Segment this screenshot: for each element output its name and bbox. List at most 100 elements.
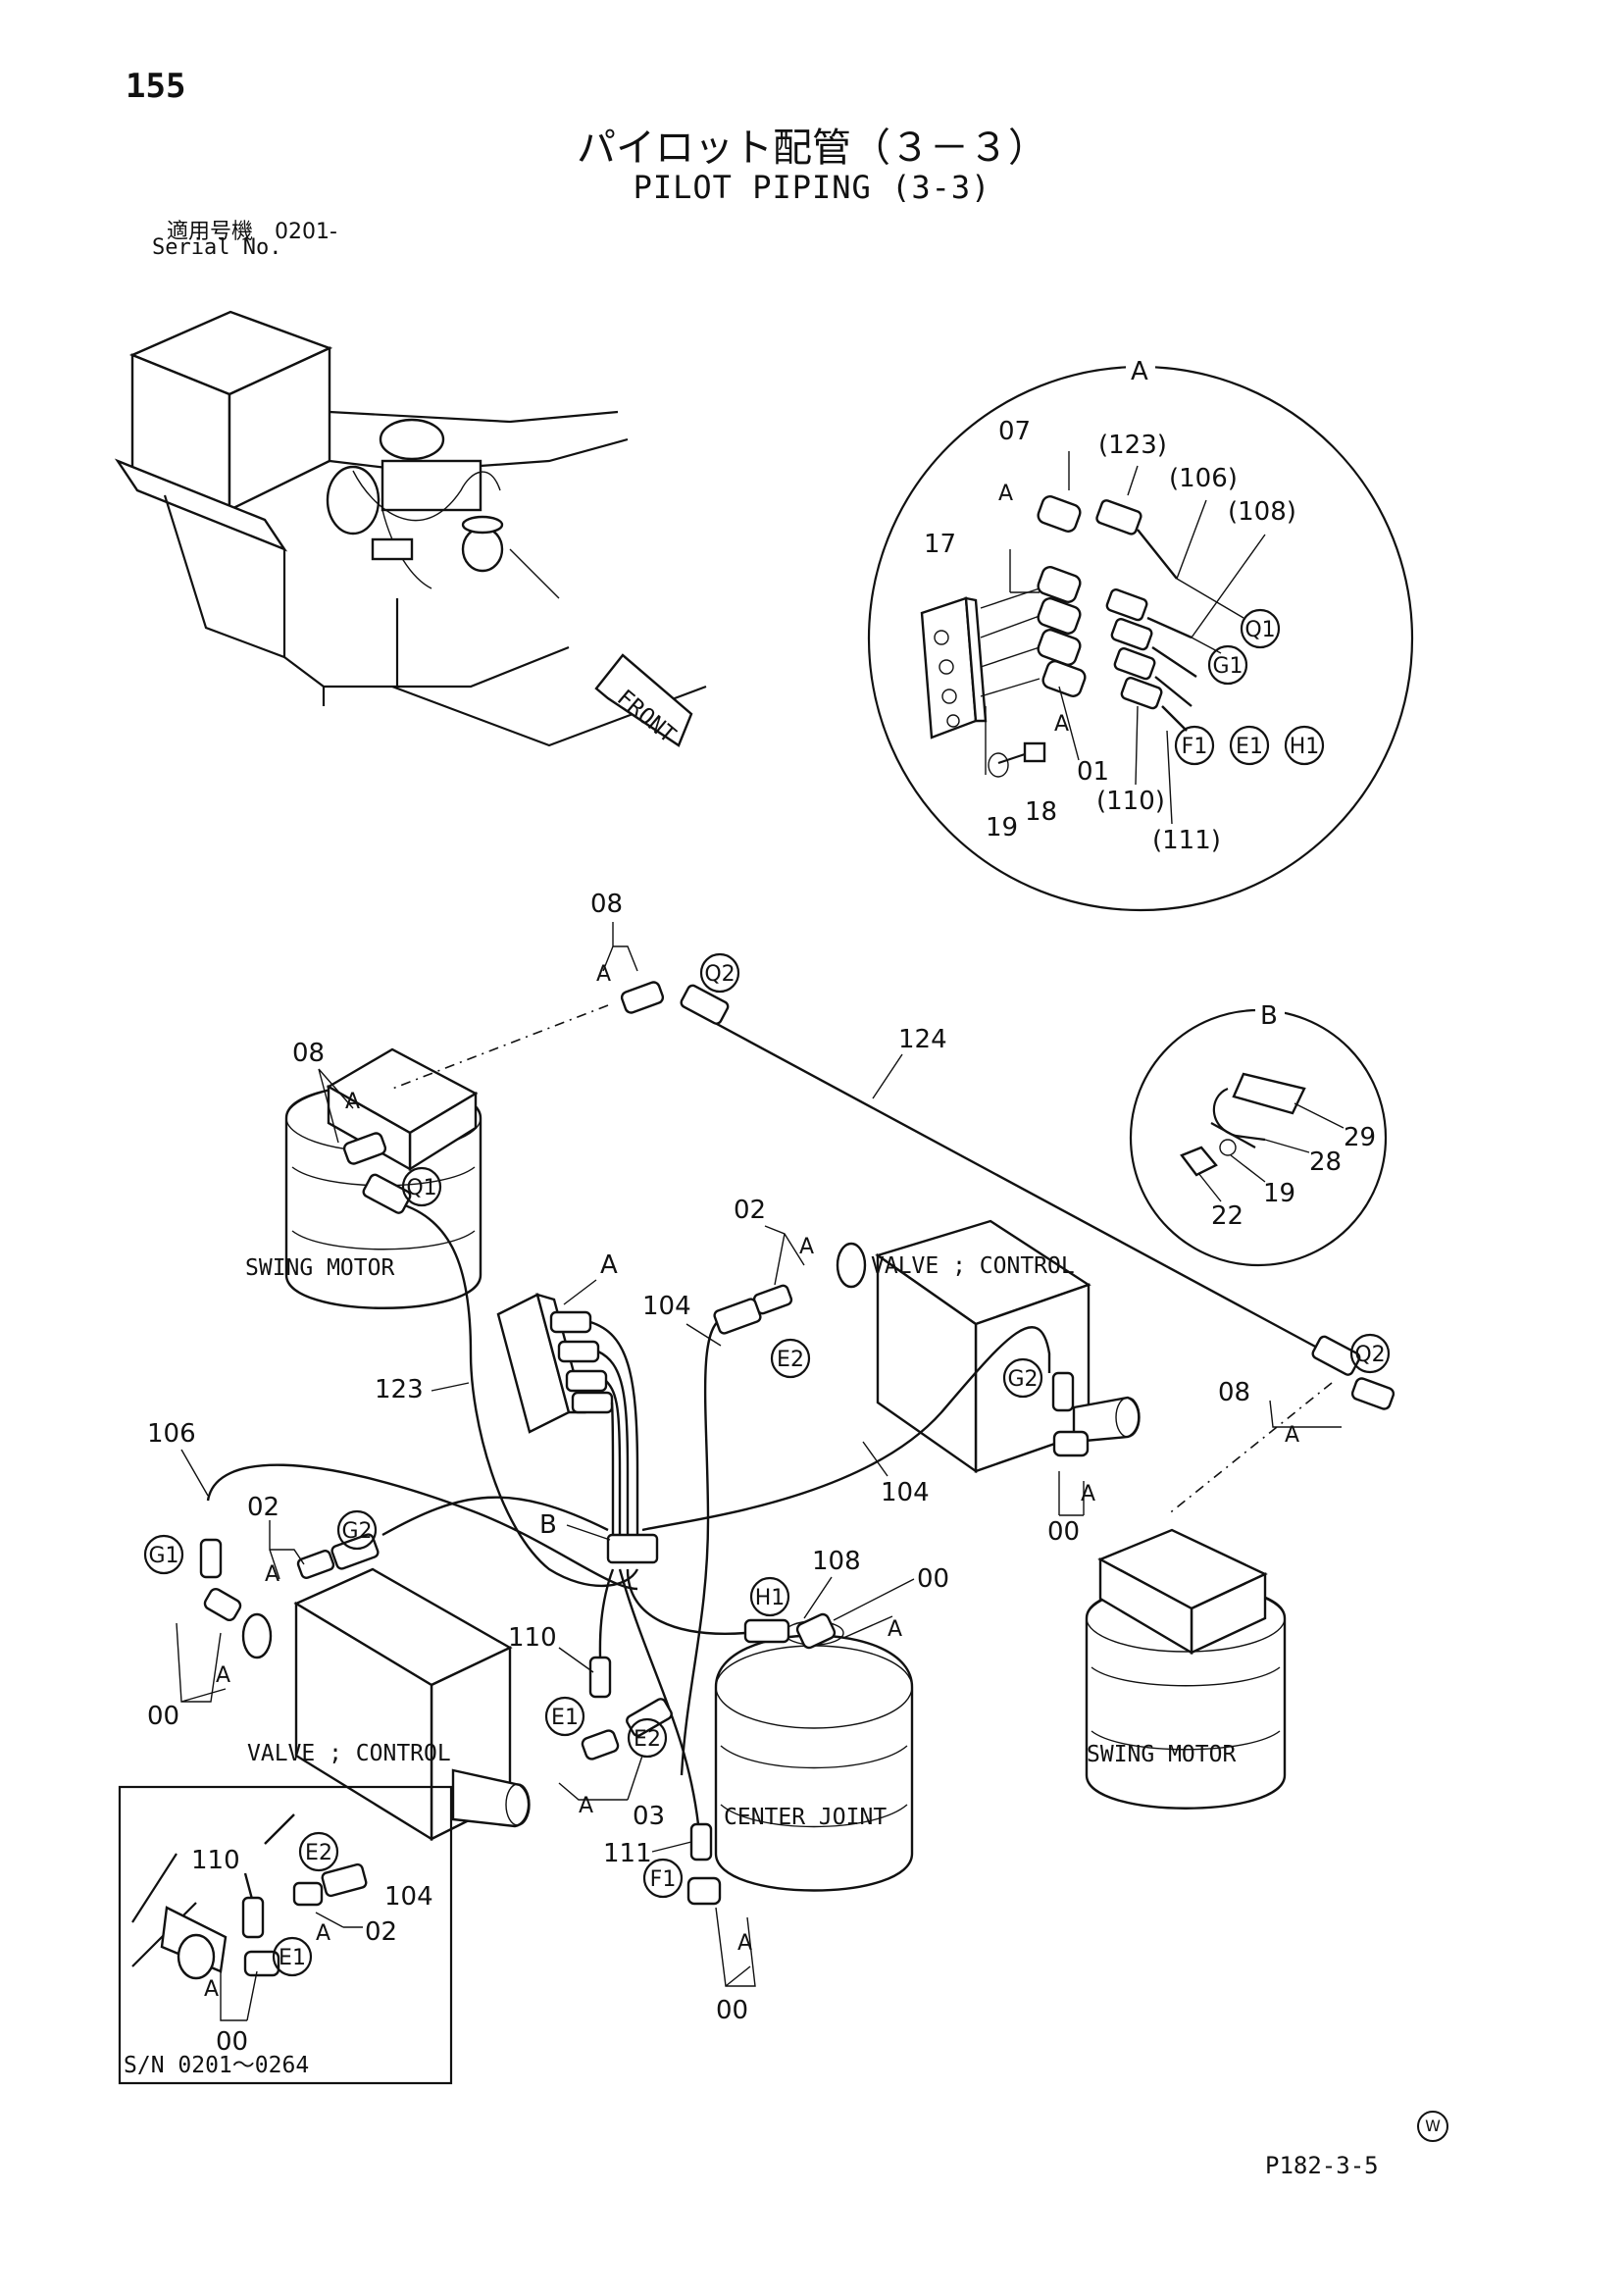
part-label-104: 104 [642,1292,691,1321]
part-label-00: 00 [216,2027,248,2057]
part-label-17: 17 [924,530,956,559]
detail-b-callout: B [539,1510,557,1540]
detail-b-view: B 29 28 19 22 [1129,1000,1388,1267]
part-label-02: 02 [734,1196,766,1225]
hose-104-upper [680,1317,722,1776]
hose-124 [690,1008,1320,1351]
code-q1: Q1 [406,1176,436,1200]
detail-mark-a: A [204,1977,219,2002]
page-number: 155 [126,67,186,106]
detail-a-connection-codes: Q1 G1 F1 E1 H1 [1174,608,1325,766]
detail-a-label: A [1131,357,1148,386]
detail-a-view: A [867,353,1414,912]
code-f1: F1 [650,1867,677,1892]
part-label-104: 104 [881,1478,930,1507]
lower-control-valve: VALVE ; CONTROL [241,1567,531,1842]
part-label-22: 22 [1211,1201,1243,1231]
machine-overview-sketch [114,310,707,747]
code-g1: G1 [1212,654,1243,679]
code-h1: H1 [755,1586,786,1610]
center-joint: CENTER JOINT [714,1620,914,1892]
hose-108 [626,1568,746,1635]
front-arrow-icon: FRONT [594,653,693,748]
part-label-28: 28 [1309,1148,1342,1177]
part-label-110: 110 [191,1846,240,1875]
hose-123 [391,1199,639,1588]
hose-106 [206,1463,638,1591]
part-label-106: 106 [147,1419,196,1449]
part-label-00: 00 [147,1702,179,1731]
center-joint-label: CENTER JOINT [724,1805,887,1830]
part-label-104: 104 [384,1882,433,1912]
code-h1: H1 [1290,735,1320,759]
detail-mark-a: A [345,1090,360,1114]
part-label-01: 01 [1077,757,1109,787]
code-e2: E2 [305,1841,332,1865]
left-swing-motor: SWING MOTOR [245,1047,482,1309]
part-label-123: 123 [375,1375,424,1404]
hose-110 [598,1568,615,1658]
detail-mark-a: A [596,962,611,987]
valve-control-label-lower: VALVE ; CONTROL [247,1741,451,1766]
part-label-29: 29 [1344,1123,1376,1152]
part-label-07: 07 [998,417,1031,446]
detail-mark-a: A [737,1931,752,1956]
title-english: PILOT PIPING (3-3) [633,169,991,206]
part-label-08: 08 [1218,1378,1250,1407]
part-label-110p: (110) [1096,787,1165,816]
hose-111 [618,1568,700,1825]
detail-mark-a: A [799,1235,814,1259]
valve-control-label-upper: VALVE ; CONTROL [871,1253,1075,1279]
code-e1: E1 [1236,735,1263,759]
main-fittings [199,981,1396,1906]
part-label-00: 00 [1047,1517,1080,1547]
detail-mark-a: A [1054,712,1069,737]
detail-mark-a: A [1285,1423,1299,1448]
code-g1: G1 [148,1544,178,1568]
detail-mark-a: A [888,1617,902,1642]
detail-mark-a: A [316,1921,330,1946]
part-label-110: 110 [508,1623,557,1653]
serial-label-english: Serial No. [152,235,282,260]
code-e1: E1 [551,1706,579,1730]
part-label-08: 08 [590,890,623,919]
part-label-19: 19 [1263,1179,1295,1208]
part-label-108p: (108) [1228,497,1296,527]
part-label-123p: (123) [1098,431,1167,460]
code-g2: G2 [341,1519,372,1544]
part-label-00: 00 [917,1564,949,1594]
w-mark: W [1417,2111,1448,2142]
title-japanese: パイロット配管（３－３） [577,126,1047,171]
detail-mark-a: A [579,1794,593,1818]
right-swing-motor: SWING MOTOR [1085,1528,1287,1810]
code-e2: E2 [777,1348,804,1372]
code-e2: E2 [634,1727,661,1752]
code-q2: Q2 [704,962,735,987]
code-q2: Q2 [1354,1343,1385,1367]
part-label-08: 08 [292,1039,325,1068]
elbow-fittings [1037,495,1087,697]
pilot-manifold-block: A B [496,1250,659,1564]
detail-mark-a: A [216,1663,230,1688]
part-label-108: 108 [812,1547,861,1576]
serial-range-label: S/N 0201～0264 [124,2053,309,2078]
detail-mark-a: A [998,482,1013,506]
part-label-111: 111 [603,1839,652,1868]
swing-motor-label-left: SWING MOTOR [245,1255,394,1281]
drawing-code: P182-3-5 [1265,2152,1379,2179]
hose-ends [1095,499,1197,732]
code-g2: G2 [1007,1367,1038,1392]
hose-g2-lower [381,1496,609,1537]
serial-inset-view: E2 E1 110 104 02 A A 00 S/N 0201～0264 [118,1785,453,2085]
part-label-00: 00 [716,1996,748,2025]
part-label-106p: (106) [1169,464,1238,493]
code-f1: F1 [1182,735,1208,759]
part-label-02: 02 [365,1917,397,1947]
part-label-124: 124 [898,1025,947,1054]
part-label-02: 02 [247,1493,279,1522]
part-label-19: 19 [986,813,1018,842]
upper-control-valve: VALVE ; CONTROL [836,1219,1141,1474]
code-q1: Q1 [1244,618,1275,642]
code-e1: E1 [279,1946,306,1970]
